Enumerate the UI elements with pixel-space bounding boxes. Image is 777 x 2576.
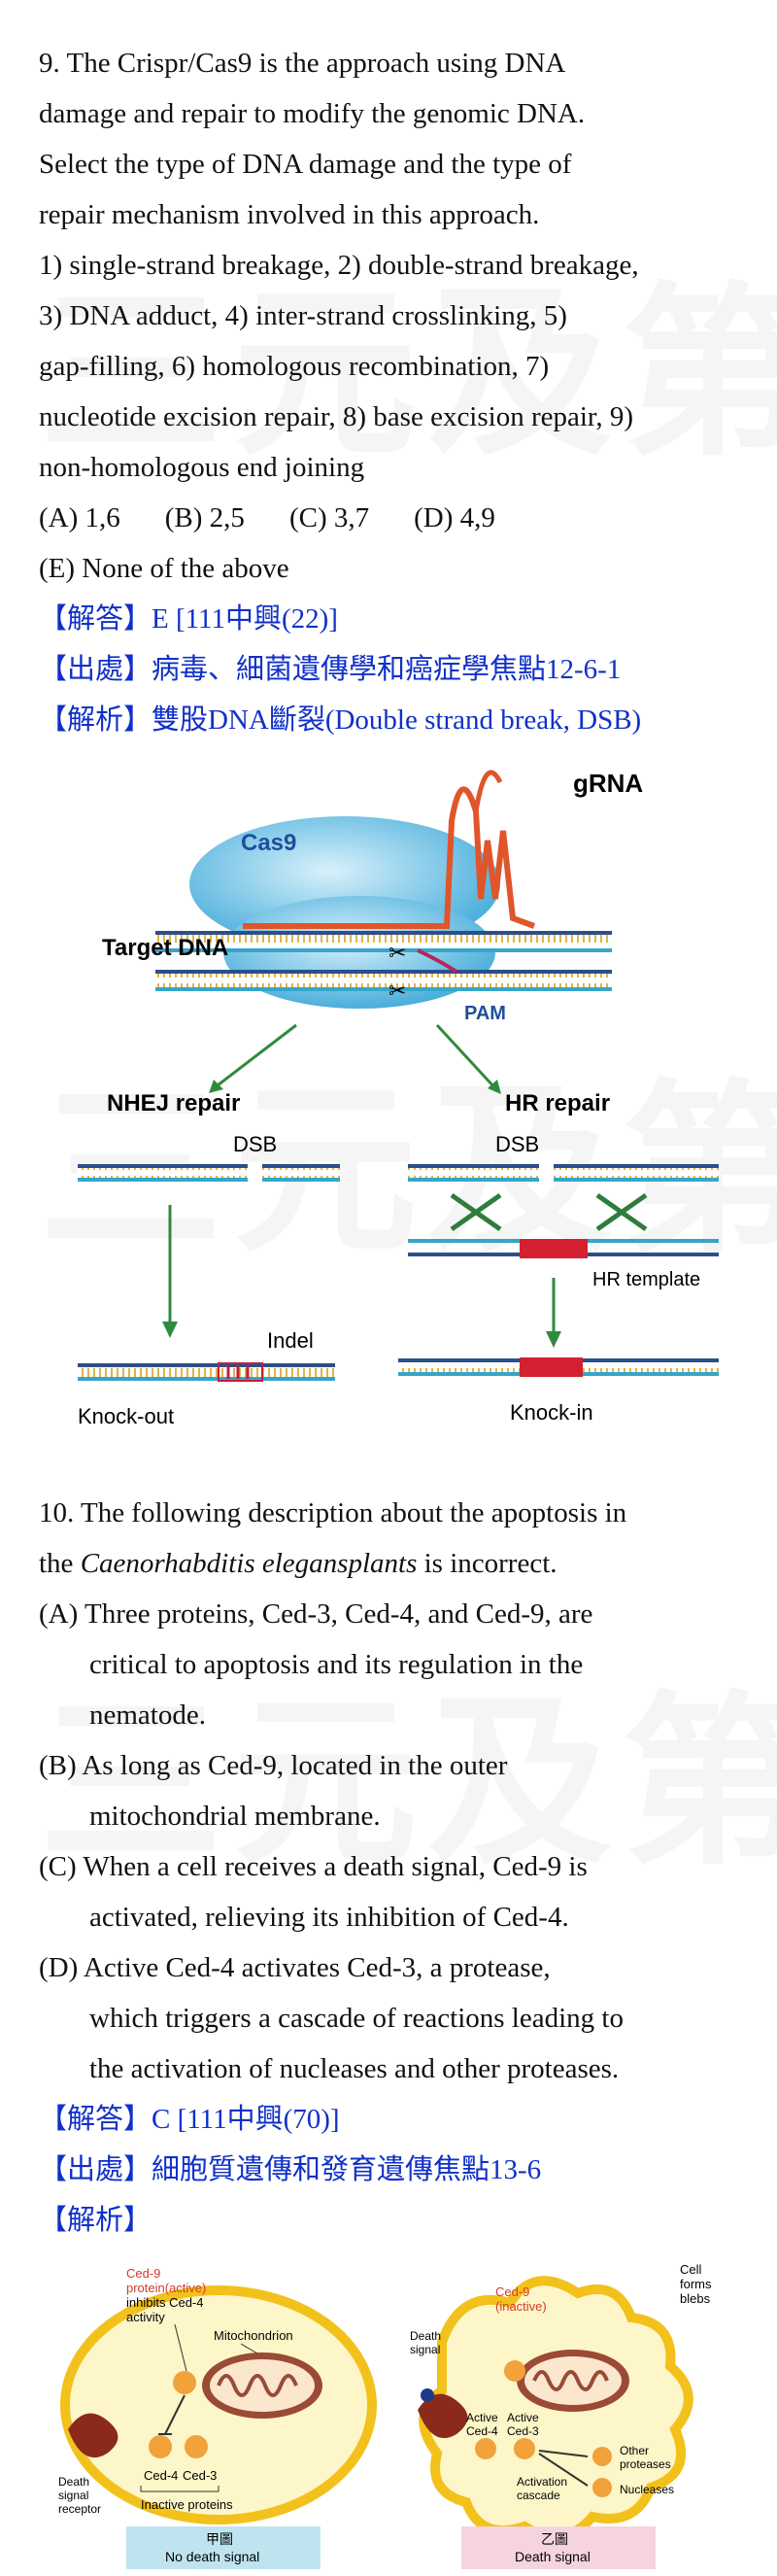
panel-a-title: 甲圖: [206, 2531, 233, 2547]
mitochondrion-label: Mitochondrion: [214, 2328, 293, 2343]
option-a-cont: nematode.: [89, 1700, 206, 1731]
knockin-label: Knock-in: [510, 1400, 593, 1425]
question-text: repair mechanism involved in this approa…: [39, 199, 540, 230]
option-c: (C) 3,7: [288, 502, 370, 533]
option-d: (D) 4,9: [414, 502, 495, 533]
source-line: 【出處】細胞質遺傳和發育遺傳焦點13-6: [39, 2154, 542, 2185]
option-b: (B) 2,5: [164, 502, 245, 533]
question-text: the Caenorhabditis elegansplants is inco…: [39, 1547, 557, 1580]
dsb-label: DSB: [495, 1132, 539, 1156]
active-ced3-label: Active: [507, 2411, 539, 2424]
cell-blebs-label: forms: [680, 2277, 712, 2291]
option-d: (D) Active Ced-4 activates Ced-3, a prot…: [39, 1952, 551, 1983]
option-a-cont: critical to apoptosis and its regulation…: [89, 1649, 584, 1680]
answer-line: 【解答】C [111中興(70)]: [39, 2104, 340, 2135]
indel-label: Indel: [267, 1328, 314, 1353]
inactive-proteins-label: Inactive proteins: [141, 2497, 233, 2512]
activation-cascade-label: cascade: [517, 2489, 560, 2502]
question-text: 3) DNA adduct, 4) inter-strand crosslink…: [39, 300, 567, 331]
death-signal-icon: [421, 2388, 434, 2402]
question-text: nucleotide excision repair, 8) base exci…: [39, 401, 634, 432]
ced4-protein: [149, 2435, 172, 2458]
option-e: (E) None of the above: [39, 553, 289, 584]
panel-a-subtitle: No death signal: [165, 2549, 259, 2564]
source-line: 【出處】病毒、細菌遺傳學和癌症學焦點12-6-1: [39, 654, 622, 685]
target-dna-label: Target DNA: [102, 935, 228, 961]
ced3-label: Ced-3: [183, 2468, 217, 2483]
ced4-label: Ced-4: [144, 2468, 178, 2483]
answer-options: (A) 1,6 (B) 2,5 (C) 3,7 (D) 4,9: [39, 501, 540, 534]
question-text: gap-filling, 6) homologous recombination…: [39, 351, 550, 382]
activation-cascade-label: Activation: [517, 2475, 567, 2489]
question-text: 1) single-strand breakage, 2) double-str…: [39, 250, 639, 281]
pam-label: PAM: [464, 1003, 506, 1024]
text-span: is incorrect.: [417, 1548, 557, 1579]
hr-template-insert: [520, 1239, 588, 1258]
hr-template-label: HR template: [592, 1269, 700, 1290]
death-receptor-icon: [418, 2393, 468, 2439]
nhej-repair-label: NHEJ repair: [107, 1090, 240, 1116]
option-d-cont: the activation of nucleases and other pr…: [89, 2053, 620, 2084]
active-ced4-label: Ced-4: [466, 2424, 498, 2438]
cell-blebs-label: blebs: [680, 2291, 711, 2306]
dsb-label: DSB: [233, 1132, 277, 1156]
question-text: 10. The following description about the …: [39, 1497, 627, 1528]
option-b: (B) As long as Ced-9, located in the out…: [39, 1750, 508, 1781]
scissors-icon: ✂: [388, 979, 406, 1003]
text-span: the: [39, 1548, 81, 1579]
panel-b-caption: [461, 2526, 656, 2569]
ced9-active-label: Ced-9: [126, 2266, 160, 2281]
option-c-cont: activated, relieving its inhibition of C…: [89, 1902, 569, 1933]
species-name: Caenorhabditis elegansplants: [80, 1548, 418, 1579]
death-signal-label: signal: [410, 2343, 440, 2356]
question-text: 9. The Crispr/Cas9 is the approach using…: [39, 48, 566, 79]
ced3-protein: [185, 2435, 208, 2458]
apoptosis-figure: Ced-9 protein(active) inhibits Ced-4 act…: [58, 2235, 738, 2575]
option-a: (A) Three proteins, Ced-3, Ced-4, and Ce…: [39, 1598, 593, 1630]
death-receptor-icon: [68, 2413, 118, 2458]
option-a: (A) 1,6: [39, 502, 120, 533]
receptor-label: Death: [58, 2475, 89, 2489]
ced9-protein: [173, 2371, 196, 2394]
other-proteases-label: proteases: [620, 2457, 671, 2471]
nucleases-label: Nucleases: [620, 2483, 674, 2496]
active-ced4-label: Active: [466, 2411, 498, 2424]
receptor-label: receptor: [58, 2502, 101, 2516]
cell-blebs-label: Cell: [680, 2262, 702, 2277]
question-text: damage and repair to modify the genomic …: [39, 98, 586, 129]
crispr-figure: gRNA Cas9 ✂ ✂ Target DNA PAM NHEJ repair…: [68, 753, 748, 1458]
panel-a-caption: [126, 2526, 321, 2569]
ced9-active-label: protein(active): [126, 2281, 206, 2295]
question-text: non-homologous end joining: [39, 452, 365, 483]
receptor-label: signal: [58, 2489, 88, 2502]
knockout-label: Knock-out: [78, 1404, 174, 1428]
ced9-active-label: activity: [126, 2310, 165, 2324]
analysis-line: 【解析】雙股DNA斷裂(Double strand break, DSB): [39, 704, 642, 736]
ced9-active-label: inhibits Ced-4: [126, 2295, 204, 2310]
answer-line: 【解答】E [111中興(22)]: [39, 603, 338, 635]
analysis-line: 【解析】: [39, 2205, 152, 2236]
panel-b-subtitle: Death signal: [515, 2549, 591, 2564]
option-d-cont: which triggers a cascade of reactions le…: [89, 2003, 624, 2034]
active-ced3-label: Ced-3: [507, 2424, 539, 2438]
death-signal-label: Death: [410, 2329, 441, 2343]
question-text: Select the type of DNA damage and the ty…: [39, 149, 572, 180]
grna-label: gRNA: [573, 769, 643, 798]
other-proteases-label: Other: [620, 2444, 649, 2457]
hr-repair-label: HR repair: [505, 1090, 610, 1116]
cas9-label: Cas9: [241, 830, 296, 856]
ced9-inactive-label: Ced-9: [495, 2284, 529, 2299]
panel-b-title: 乙圖: [541, 2531, 568, 2547]
option-b-cont: mitochondrial membrane.: [89, 1801, 381, 1832]
ced9-inactive-label: (inactive): [495, 2299, 547, 2314]
option-c: (C) When a cell receives a death signal,…: [39, 1851, 588, 1882]
scissors-icon: ✂: [388, 941, 406, 965]
